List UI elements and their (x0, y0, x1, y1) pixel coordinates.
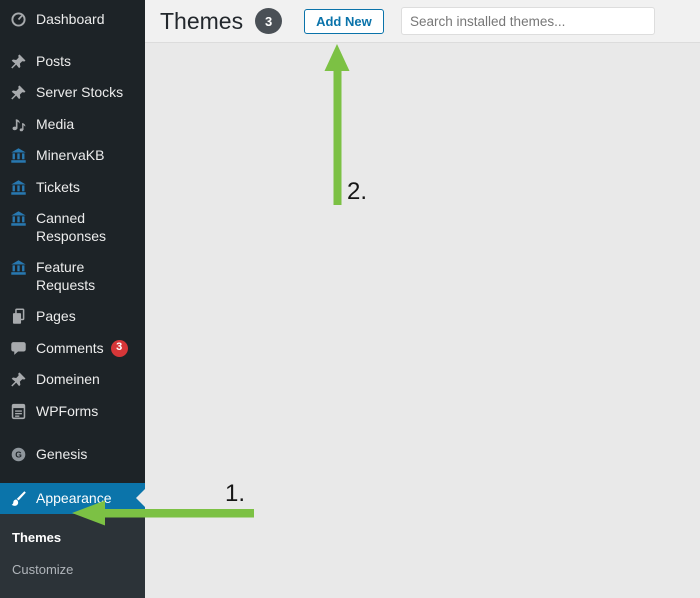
sidebar-item-media[interactable]: Media (0, 109, 145, 141)
dashboard-icon (8, 11, 28, 28)
sidebar-item-themes[interactable]: Themes (0, 522, 145, 554)
menu-separator (0, 427, 145, 439)
submenu-item-label: Customize (12, 562, 74, 577)
main-area: Themes 3 Add New (145, 0, 700, 559)
pushpin-icon (8, 84, 28, 101)
sidebar-item-label: Server Stocks (36, 84, 124, 100)
appearance-submenu: Themes Customize (0, 514, 145, 598)
search-themes-input[interactable] (401, 7, 655, 35)
add-new-button[interactable]: Add New (304, 8, 384, 34)
theme-count-badge: 3 (255, 8, 283, 34)
sidebar-item-domeinen[interactable]: Domeinen (0, 364, 145, 396)
bank-icon (8, 210, 28, 227)
page-header: Themes 3 Add New (145, 0, 700, 43)
bank-icon (8, 179, 28, 196)
pushpin-icon (8, 371, 28, 388)
admin-menu: Dashboard Posts Server Stocks (0, 0, 145, 514)
sidebar-item-label: Posts (36, 52, 72, 69)
sidebar-item-label: Domeinen (36, 371, 100, 387)
bank-icon (8, 147, 28, 164)
comments-count-badge: 3 (110, 339, 128, 357)
sidebar-item-label: Dashboard (36, 11, 105, 27)
sidebar-item-label: MinervaKB (36, 147, 105, 163)
sidebar-item-dashboard[interactable]: Dashboard (0, 4, 145, 36)
current-menu-arrow (136, 489, 145, 508)
paintbrush-icon (8, 490, 28, 507)
sidebar-item-canned-responses[interactable]: Canned Responses (0, 203, 145, 252)
bank-icon (8, 259, 28, 276)
sidebar-item-minervakb[interactable]: MinervaKB (0, 140, 145, 172)
sidebar-item-label: Comments (36, 339, 104, 356)
sidebar-item-label: WPForms (36, 402, 99, 419)
sidebar-item-genesis[interactable]: G Genesis (0, 439, 145, 471)
comment-bubble-icon (8, 340, 28, 357)
pushpin-icon (8, 53, 28, 70)
sidebar-item-pages[interactable]: Pages (0, 301, 145, 333)
pages-icon (8, 308, 28, 325)
genesis-letter: G (15, 450, 22, 460)
page-title: Themes (160, 7, 244, 34)
sidebar-item-wpforms[interactable]: WPForms (0, 396, 145, 428)
menu-separator (0, 36, 145, 46)
genesis-logo-icon: G (8, 446, 28, 463)
sidebar-item-label: Media (36, 115, 75, 132)
sidebar-item-label: Appearance (36, 489, 112, 506)
clipboard-form-icon (8, 403, 28, 420)
sidebar-item-label: Canned Responses (36, 210, 107, 244)
sidebar-item-tickets[interactable]: Tickets (0, 172, 145, 204)
sidebar-item-appearance[interactable]: Appearance (0, 482, 145, 514)
menu-separator (0, 471, 145, 483)
sidebar-item-label: Tickets (36, 178, 80, 195)
sidebar-item-label: Pages (36, 308, 76, 324)
sidebar-item-label: Genesis (36, 446, 88, 462)
sidebar-item-server-stocks[interactable]: Server Stocks (0, 77, 145, 109)
sidebar-item-comments[interactable]: Comments 3 (0, 333, 145, 365)
admin-sidebar: Dashboard Posts Server Stocks (0, 0, 145, 598)
themes-content-area (145, 43, 700, 559)
sidebar-item-feature-requests[interactable]: Feature Requests (0, 252, 145, 301)
sidebar-item-label: Feature Requests (36, 259, 96, 293)
submenu-item-label: Themes (12, 530, 62, 545)
music-notes-icon (8, 116, 28, 133)
sidebar-item-posts[interactable]: Posts (0, 46, 145, 78)
